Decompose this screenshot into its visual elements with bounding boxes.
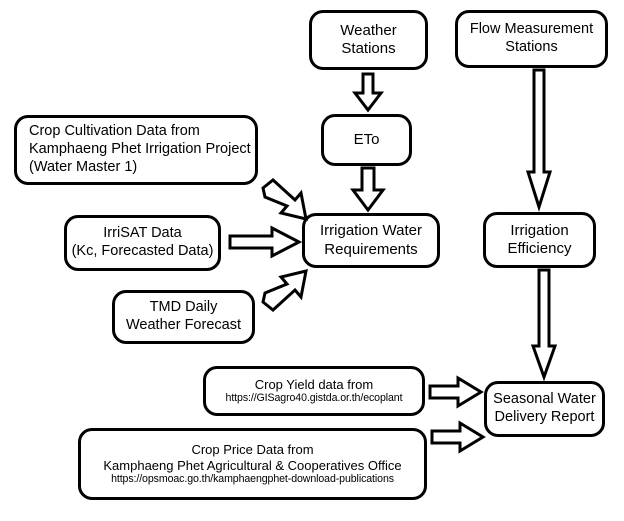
- node-line: Crop Price Data from: [191, 441, 314, 457]
- node-line: (Water Master 1): [29, 158, 138, 175]
- node-flow-measurement-stations[interactable]: Flow Measurement Stations: [455, 10, 608, 68]
- node-line: Weather Forecast: [126, 317, 241, 333]
- arrow-tmd-to-irrigation-water-requirements: [258, 266, 310, 312]
- node-tmd-daily-weather-forecast[interactable]: TMD Daily Weather Forecast: [112, 290, 255, 344]
- node-irrisat-data[interactable]: IrriSAT Data (Kc, Forecasted Data): [64, 215, 221, 271]
- node-line: Stations: [505, 39, 558, 55]
- node-line: Crop Cultivation Data from: [29, 123, 200, 140]
- arrow-flow-to-irrigation-efficiency: [520, 68, 558, 213]
- node-irrigation-efficiency[interactable]: Irrigation Efficiency: [483, 212, 596, 268]
- arrow-irrigation-efficiency-to-report: [525, 268, 563, 382]
- node-line: Crop Yield data from: [254, 376, 374, 392]
- node-line: (Kc, Forecasted Data): [71, 243, 214, 259]
- node-line: Requirements: [324, 240, 418, 258]
- node-irrigation-water-requirements[interactable]: Irrigation Water Requirements: [302, 213, 440, 268]
- node-weather-stations[interactable]: Weather Stations: [309, 10, 428, 70]
- arrow-irrisat-to-irrigation-water-requirements: [228, 225, 303, 259]
- node-crop-yield-data[interactable]: Crop Yield data from https://GISagro40.g…: [203, 366, 425, 416]
- node-url[interactable]: https://opsmoac.go.th/kamphaengphet-down…: [111, 473, 394, 486]
- arrow-eto-to-irrigation-water-requirements: [350, 166, 386, 213]
- node-seasonal-water-delivery-report[interactable]: Seasonal Water Delivery Report: [484, 381, 605, 437]
- node-line: Weather: [340, 21, 397, 39]
- node-line: Kamphaeng Phet Irrigation Project: [29, 141, 251, 158]
- node-line: Seasonal Water: [493, 391, 596, 408]
- node-crop-price-data[interactable]: Crop Price Data from Kamphaeng Phet Agri…: [78, 428, 427, 500]
- arrow-weather-to-eto: [351, 72, 385, 113]
- node-line: Kamphaeng Phet Agricultural & Cooperativ…: [103, 457, 402, 473]
- node-line: Irrigation Water: [320, 222, 422, 240]
- arrow-crop-yield-to-report: [428, 375, 484, 409]
- node-line: TMD Daily: [149, 299, 218, 316]
- node-line: Stations: [341, 40, 396, 57]
- node-line: Efficiency: [507, 240, 572, 257]
- node-url[interactable]: https://GISagro40.gistda.or.th/ecoplant: [225, 392, 403, 405]
- node-line: Flow Measurement: [469, 21, 594, 38]
- node-line: Irrigation: [510, 221, 569, 239]
- node-line: ETo: [353, 130, 380, 148]
- node-eto[interactable]: ETo: [321, 114, 412, 166]
- node-crop-cultivation-data[interactable]: Crop Cultivation Data from Kamphaeng Phe…: [14, 115, 258, 185]
- node-line: IrriSAT Data: [103, 225, 182, 242]
- node-line: Delivery Report: [494, 409, 595, 425]
- arrow-crop-price-to-report: [430, 420, 486, 454]
- arrow-crop-cultivation-to-irrigation-water-requirements: [258, 178, 310, 224]
